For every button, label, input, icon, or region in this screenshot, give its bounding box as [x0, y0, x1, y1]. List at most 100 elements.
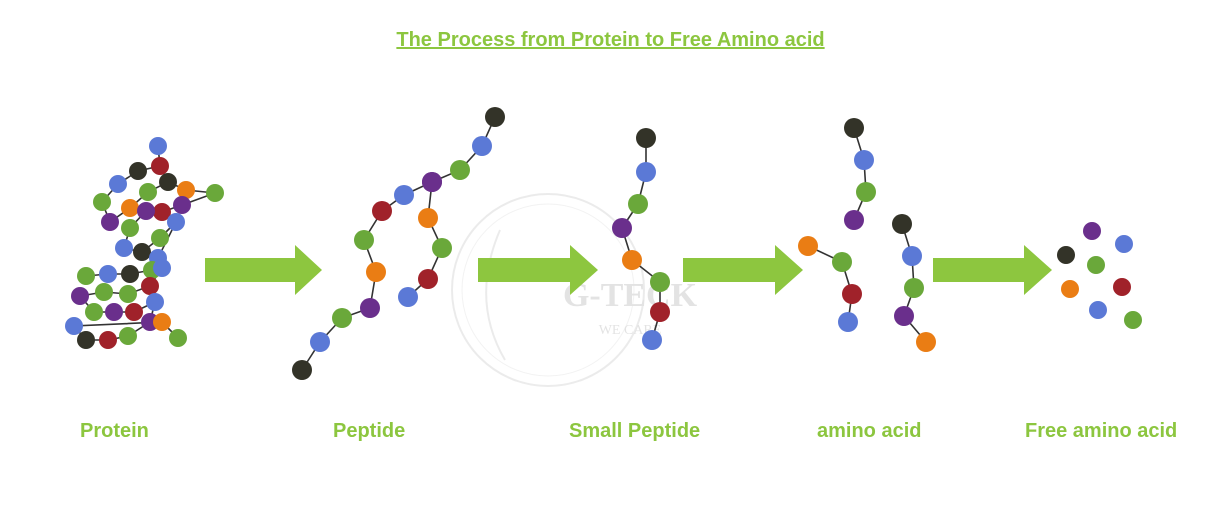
amino-acid-bead — [628, 194, 648, 214]
amino-acid-bead — [99, 331, 117, 349]
watermark-brand: G-TECK — [563, 277, 698, 314]
amino-acid-bead — [153, 203, 171, 221]
amino-acid-bead — [1089, 301, 1107, 319]
amino-acid-bead — [902, 246, 922, 266]
stage-label-protein: Protein — [80, 420, 149, 442]
amino-acid-bead — [292, 360, 312, 380]
arrow-4 — [933, 245, 1052, 295]
amino-acid-bead — [169, 329, 187, 347]
amino-acid-bead — [360, 298, 380, 318]
diagram-title: The Process from Protein to Free Amino a… — [396, 29, 825, 51]
amino-acid-bead — [1057, 246, 1075, 264]
amino-acid-bead — [133, 243, 151, 261]
protein-cluster-top — [93, 137, 224, 267]
amino-acid-bead — [372, 201, 392, 221]
amino-acid-bead — [844, 118, 864, 138]
amino-acid-bead — [121, 219, 139, 237]
amino-acid-bead — [1083, 222, 1101, 240]
amino-acid-chains — [65, 107, 1142, 380]
arrow-1 — [205, 245, 322, 295]
amino-acid-bead — [1113, 278, 1131, 296]
arrow-2 — [478, 245, 598, 295]
amino-acid-bead — [129, 162, 147, 180]
arrow-3 — [683, 245, 803, 295]
amino-acid-bead — [95, 283, 113, 301]
amino-acid-bead — [125, 303, 143, 321]
amino-acid-bead — [71, 287, 89, 305]
peptide-chain — [292, 107, 505, 380]
watermark-ring-inner — [461, 203, 635, 377]
amino-acid-bead — [206, 184, 224, 202]
amino-acid-bead — [310, 332, 330, 352]
amino-acid-bead — [149, 137, 167, 155]
amino-acid-bead — [77, 267, 95, 285]
amino-acid-bead — [832, 252, 852, 272]
watermark-leaf-icon — [485, 229, 506, 361]
amino-acid-bead — [854, 150, 874, 170]
amino-acid-bead — [139, 183, 157, 201]
amino-acid-bead — [151, 157, 169, 175]
amino-acid-bead — [119, 285, 137, 303]
watermark-ring — [451, 193, 645, 387]
amino-acid-bead — [354, 230, 374, 250]
stage-label-free-amino-acid: Free amino acid — [1025, 420, 1178, 442]
amino-acid-bead — [146, 293, 164, 311]
stage-label-peptide: Peptide — [333, 420, 406, 442]
amino-acid-bead — [844, 210, 864, 230]
amino-acid-bead — [153, 313, 171, 331]
amino-acid-bead — [636, 128, 656, 148]
amino-acid-bead — [432, 238, 452, 258]
amino-acid-bead — [99, 265, 117, 283]
amino-acid-bead — [798, 236, 818, 256]
amino-acid-bead — [141, 277, 159, 295]
amino-acid-bead — [856, 182, 876, 202]
amino-acid-bead — [101, 213, 119, 231]
amino-acid-bead — [119, 327, 137, 345]
amino-acid-bead — [137, 202, 155, 220]
peptide-branch — [398, 172, 452, 307]
amino-acid-segment-1 — [844, 118, 876, 230]
amino-acid-bead — [167, 213, 185, 231]
amino-acid-bead — [93, 193, 111, 211]
amino-acid-segment-2 — [798, 236, 862, 332]
amino-acid-bead — [1087, 256, 1105, 274]
amino-acid-bead — [642, 330, 662, 350]
amino-acid-bead — [418, 269, 438, 289]
amino-acid-bead — [622, 250, 642, 270]
peptide-bond — [301, 116, 496, 371]
amino-acid-bead — [332, 308, 352, 328]
amino-acid-bead — [366, 262, 386, 282]
amino-acid-bead — [394, 185, 414, 205]
amino-acid-bead — [177, 181, 195, 199]
amino-acid-bead — [838, 312, 858, 332]
amino-acid-bead — [650, 302, 670, 322]
amino-acid-bead — [109, 175, 127, 193]
peptide-bond — [807, 245, 853, 323]
amino-acid-bead — [115, 239, 133, 257]
amino-acid-bead — [418, 208, 438, 228]
amino-acid-bead — [173, 196, 191, 214]
amino-acid-bead — [159, 173, 177, 191]
amino-acid-bead — [121, 265, 139, 283]
protein-cluster-bottom — [65, 259, 187, 349]
amino-acid-bead — [65, 317, 83, 335]
arrows — [205, 245, 1052, 295]
amino-acid-bead — [472, 136, 492, 156]
amino-acid-bead — [894, 306, 914, 326]
amino-acid-bead — [398, 287, 418, 307]
amino-acid-bead — [153, 259, 171, 277]
amino-acid-bead — [612, 218, 632, 238]
amino-acid-bead — [650, 272, 670, 292]
amino-acid-bead — [916, 332, 936, 352]
small-peptide-chain — [612, 128, 670, 350]
amino-acid-bead — [636, 162, 656, 182]
peptide-bond — [853, 127, 867, 221]
amino-acid-bead — [842, 284, 862, 304]
amino-acid-segment-3 — [892, 214, 936, 352]
stage-label-amino-acid: amino acid — [817, 420, 922, 442]
amino-acid-bead — [892, 214, 912, 234]
amino-acid-bead — [77, 331, 95, 349]
amino-acid-bead — [1115, 235, 1133, 253]
amino-acid-bead — [904, 278, 924, 298]
